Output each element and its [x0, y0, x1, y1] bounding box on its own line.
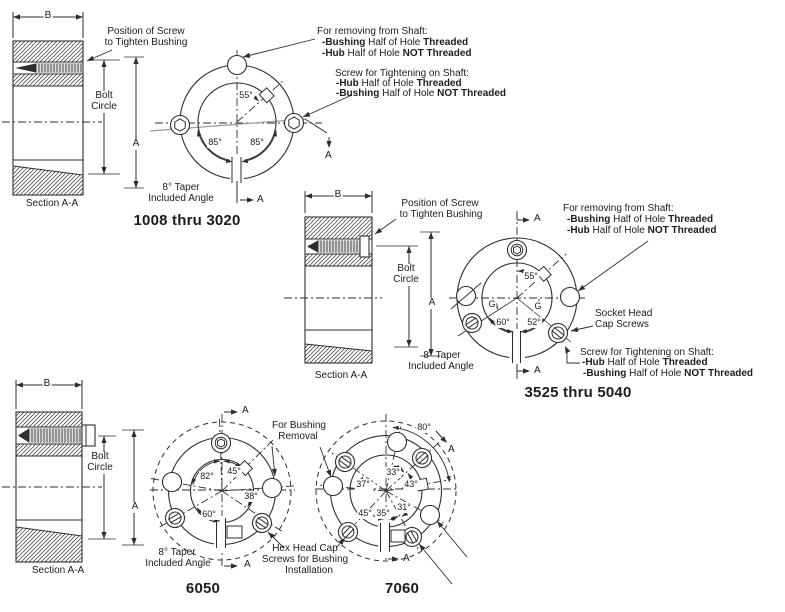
g1-section-letter-right: A — [325, 150, 332, 161]
g1-taper-line1: 8° Taper — [162, 182, 200, 193]
g2-pos-screw-line2: to Tighten Bushing — [399, 209, 483, 220]
g3b-angle-33-label: 33° — [385, 467, 401, 478]
g3a-section-letter-top: A — [242, 405, 249, 416]
g2-pos-screw-line1: Position of Screw — [401, 198, 479, 209]
g3b-angle-35-label: 35° — [375, 508, 391, 519]
g3b-angle-31-label: 31° — [396, 502, 412, 513]
g2-tightening-title: Screw for Tightening on Shaft: — [580, 347, 714, 358]
g3-leaders — [267, 445, 468, 585]
g1-removing-line2: -Hub Half of Hole NOT Threaded — [322, 48, 472, 59]
g2-dim-g-right-label: G — [533, 301, 543, 312]
g1-leaders — [86, 38, 353, 118]
g1-caption: 1008 thru 3020 — [133, 212, 241, 229]
g2-taper-line2: Included Angle — [408, 361, 474, 372]
g1-bolt-circle-line1: Bolt — [94, 90, 114, 102]
g3-section-view — [2, 380, 144, 563]
g1-tightening-line1: -Hub Half of Hole Threaded — [336, 78, 462, 89]
g3-bolt-circle-line1: Bolt — [90, 451, 110, 463]
g2-angle-55-label: 55° — [523, 271, 539, 282]
g1-pos-screw-line2: to Tighten Bushing — [104, 37, 188, 48]
g2-section-letter-bottom: A — [534, 365, 541, 376]
g3-section-caption: Section A-A — [31, 565, 85, 576]
g1-removing-title: For removing from Shaft: — [317, 26, 428, 37]
g3-hex-head-line1: Hex Head Cap — [272, 543, 338, 554]
g1-section-caption: Section A-A — [25, 198, 79, 209]
g3b-circle-view — [315, 414, 458, 562]
g2-circle-view — [449, 211, 586, 380]
g3b-section-letter-top: A — [448, 444, 455, 455]
g3-taper-line1: 8° Taper — [158, 547, 196, 558]
g3-taper-line2: Included Angle — [145, 558, 211, 569]
g3-hex-head-line2: Screws for Bushing — [261, 554, 349, 565]
g3a-circle-view — [150, 409, 295, 569]
g1-dim-a-label: A — [131, 138, 141, 150]
g3a-angle-60-label: 60° — [201, 509, 217, 520]
g2-dim-b-label: B — [333, 189, 343, 201]
g2-caption: 3525 thru 5040 — [524, 384, 632, 401]
g1-tightening-title: Screw for Tightening on Shaft: — [335, 68, 469, 79]
g1-pos-screw-line1: Position of Screw — [107, 26, 185, 37]
g2-bolt-circle-line2: Circle — [392, 274, 420, 286]
g2-removing-line1: -Bushing Half of Hole Threaded — [567, 214, 714, 225]
g3-bolt-circle-line2: Circle — [86, 462, 114, 474]
g2-angle-60-label: 60° — [495, 317, 511, 328]
g3-bushing-removal-line2: Removal — [278, 431, 318, 442]
g2-tightening-line2: -Bushing Half of Hole NOT Threaded — [583, 368, 754, 379]
g3a-angle-45-label: 45° — [226, 466, 242, 477]
g2-dim-g-left-label: G — [487, 299, 497, 310]
g3b-angle-43-label: 43° — [403, 479, 419, 490]
g2-angle-52-label: 52° — [526, 317, 542, 328]
g1-angle-55-label: 55° — [238, 90, 254, 101]
g3-dim-a-label: A — [130, 501, 140, 513]
g3b-section-letter-bottom: A — [403, 553, 410, 564]
g2-section-view — [284, 191, 440, 364]
g1-section-letter-bottom: A — [257, 194, 264, 205]
g2-section-caption: Section A-A — [314, 370, 368, 381]
g1-circle-view — [149, 50, 332, 203]
g2-socket-head-line1: Socket Head — [595, 308, 653, 319]
g1-angle-85-right-label: 85° — [249, 137, 265, 148]
g3a-section-letter-bottom: A — [244, 559, 251, 570]
g2-tightening-line1: -Hub Half of Hole Threaded — [582, 357, 708, 368]
g2-taper-line1: 8° Taper — [423, 350, 461, 361]
g1-removing-line1: -Bushing Half of Hole Threaded — [322, 37, 469, 48]
g1-angle-85-left-label: 85° — [207, 137, 223, 148]
g3-bushing-removal-line1: For Bushing — [272, 420, 326, 431]
g3b-angle-45-label: 45° — [357, 508, 373, 519]
g3-dim-b-label: B — [42, 378, 52, 390]
g3-hex-head-line3: Installation — [285, 565, 333, 576]
g2-removing-title: For removing from Shaft: — [563, 203, 674, 214]
g3b-angle-80-label: 80° — [416, 422, 432, 433]
g1-dim-b-label: B — [43, 10, 53, 22]
g2-section-letter-top: A — [534, 213, 541, 224]
g3b-caption: 7060 — [384, 580, 420, 597]
g2-bolt-circle-line1: Bolt — [396, 263, 416, 275]
g1-tightening-line2: -Bushing Half of Hole NOT Threaded — [336, 88, 507, 99]
g1-section-view — [2, 12, 144, 196]
g2-socket-head-line2: Cap Screws — [595, 319, 649, 330]
g2-dim-a-label: A — [427, 297, 437, 309]
g2-leaders — [374, 218, 649, 364]
g3a-angle-38-label: 38° — [243, 491, 259, 502]
g3a-caption: 6050 — [185, 580, 221, 597]
g3a-angle-82-label: 82° — [199, 471, 215, 482]
g3b-angle-37-label: 37° — [355, 479, 371, 490]
g1-taper-line2: Included Angle — [148, 193, 214, 204]
g2-removing-line2: -Hub Half of Hole NOT Threaded — [567, 225, 717, 236]
g1-bolt-circle-line2: Circle — [90, 101, 118, 113]
